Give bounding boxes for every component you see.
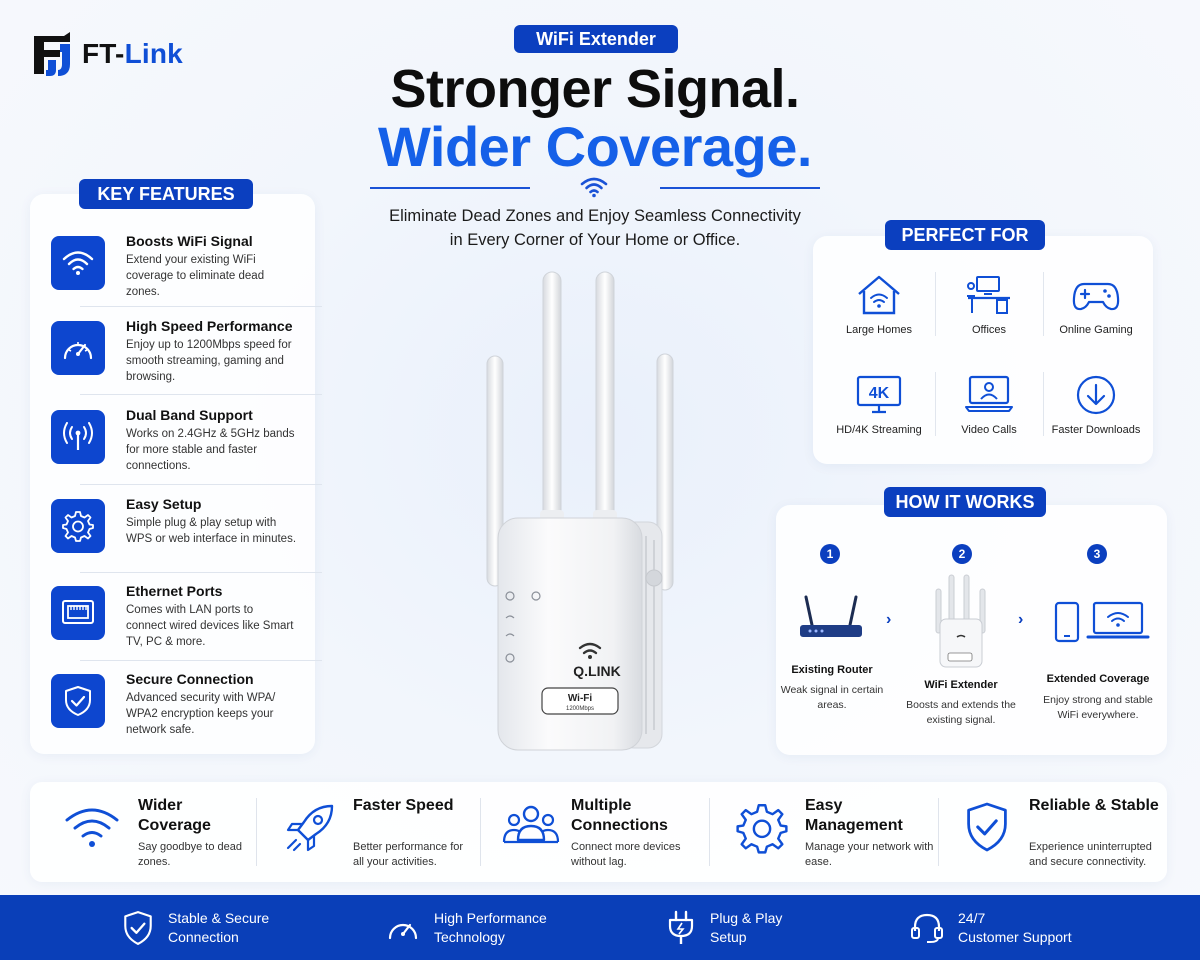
feature-item: High Speed Performance Enjoy up to 1200M… <box>50 318 322 411</box>
benefit-item: Reliable & Stable Experience uninterrupt… <box>962 782 1162 882</box>
wifi-extender-device: Q.LINK Wi-Fi 1200Mbps <box>486 271 674 751</box>
benefit-item: Wider Coverage Say goodbye to dead zones… <box>60 782 250 882</box>
rocket-icon <box>286 804 334 852</box>
ethernet-icon <box>62 600 94 624</box>
feature-desc: Comes with LAN ports to connect wired de… <box>126 604 294 648</box>
headline-secondary: Wider Coverage. <box>378 115 812 178</box>
device-wifi-label: Wi-Fi <box>568 693 593 704</box>
use-case-item: 4K HD/4K Streaming <box>824 374 934 436</box>
feature-title: Dual Band Support <box>126 407 253 423</box>
how-it-works-title: HOW IT WORKS <box>884 487 1046 517</box>
step-desc: Weak signal in certain areas. <box>780 684 884 711</box>
brand-mark-icon <box>34 32 70 76</box>
step-desc: Enjoy strong and stable WiFi everywhere. <box>1043 694 1153 721</box>
speedometer-icon <box>63 342 93 360</box>
chevron-right-icon: › <box>1018 611 1024 628</box>
device-speed-label: 1200Mbps <box>566 706 594 712</box>
office-desk-icon <box>967 276 1010 314</box>
use-case-item: Video Calls <box>934 374 1044 436</box>
devices-wifi-icon <box>1054 601 1150 643</box>
wifi-icon <box>580 177 608 198</box>
feature-title: High Speed Performance <box>126 318 293 334</box>
feature-title: Ethernet Ports <box>126 583 223 599</box>
speedometer-icon <box>388 923 418 939</box>
feature-item: Ethernet Ports Comes with LAN ports to c… <box>50 583 322 676</box>
step-title: Extended Coverage <box>1046 673 1150 685</box>
feature-desc: Works on 2.4GHz & 5GHz bands for more st… <box>126 428 295 472</box>
chevron-right-icon: › <box>886 611 892 628</box>
subtitle: Eliminate Dead Zones and Enjoy Seamless … <box>389 207 801 249</box>
feature-desc: Extend your existing WiFi coverage to el… <box>126 254 265 298</box>
home-wifi-icon <box>858 275 900 315</box>
product-category-badge: WiFi Extender <box>514 25 678 53</box>
brand-name: FT-Link <box>82 38 183 69</box>
feature-desc: Advanced security with WPA/ WPA2 encrypt… <box>126 692 276 736</box>
headset-icon <box>911 913 943 943</box>
shield-check-icon <box>124 910 152 945</box>
gamepad-icon <box>1072 282 1120 311</box>
perfect-for-panel: Large Homes Offices Online Gaming 4K HD/… <box>813 236 1153 464</box>
shield-check-icon <box>65 686 91 716</box>
feature-item: Easy Setup Simple plug & play setup with… <box>50 496 322 589</box>
feature-title: Easy Setup <box>126 496 202 512</box>
benefit-item: Faster Speed Better performance for all … <box>282 782 472 882</box>
brand-logo: FT-Link <box>30 30 183 78</box>
benefit-item: Easy Management Manage your network with… <box>734 782 934 882</box>
4k-monitor-icon: 4K <box>856 375 902 414</box>
broadcast-icon <box>63 422 93 450</box>
device-brand-label: Q.LINK <box>573 663 620 679</box>
key-features-panel: Boosts WiFi Signal Extend your existing … <box>30 194 322 754</box>
step-title: WiFi Extender <box>924 679 998 691</box>
feature-desc: Simple plug & play setup with WPS or web… <box>126 517 297 545</box>
step-title: Existing Router <box>791 664 873 676</box>
step-number: 1 <box>820 544 840 564</box>
headline-primary: Stronger Signal. <box>390 59 800 119</box>
gear-icon <box>62 511 94 542</box>
feature-item: Dual Band Support Works on 2.4GHz & 5GHz… <box>50 407 322 500</box>
download-icon <box>1076 375 1116 415</box>
use-case-item: Online Gaming <box>1041 274 1151 336</box>
wifi-icon <box>65 808 119 847</box>
step-number: 2 <box>952 544 972 564</box>
use-case-item: Large Homes <box>824 274 934 336</box>
step-number: 3 <box>1087 544 1107 564</box>
benefits-strip <box>30 782 1167 882</box>
use-case-item: Faster Downloads <box>1041 374 1151 436</box>
gear-icon <box>736 804 788 854</box>
use-case-item: Offices <box>934 274 1044 336</box>
router-icon <box>800 595 862 637</box>
perfect-for-title: PERFECT FOR <box>885 220 1045 250</box>
svg-text:4K: 4K <box>869 385 890 402</box>
feature-desc: Enjoy up to 1200Mbps speed for smooth st… <box>126 339 292 383</box>
benefit-item: Multiple Connections Connect more device… <box>500 782 700 882</box>
feature-title: Secure Connection <box>126 671 254 687</box>
feature-item: Secure Connection Advanced security with… <box>50 671 322 764</box>
feature-title: Boosts WiFi Signal <box>126 233 253 249</box>
shield-check-icon <box>967 802 1007 852</box>
plug-icon <box>668 910 694 944</box>
feature-item: Boosts WiFi Signal Extend your existing … <box>50 233 322 326</box>
how-it-works-panel: 1 2 3 › › Existing Router Weak signal in… <box>776 505 1167 755</box>
video-call-icon <box>965 375 1013 412</box>
extender-icon <box>935 574 986 668</box>
key-features-title: KEY FEATURES <box>79 179 253 209</box>
headline-divider <box>370 177 820 198</box>
step-desc: Boosts and extends the existing signal. <box>906 699 1016 726</box>
wifi-icon <box>62 251 94 275</box>
users-icon <box>502 805 560 844</box>
